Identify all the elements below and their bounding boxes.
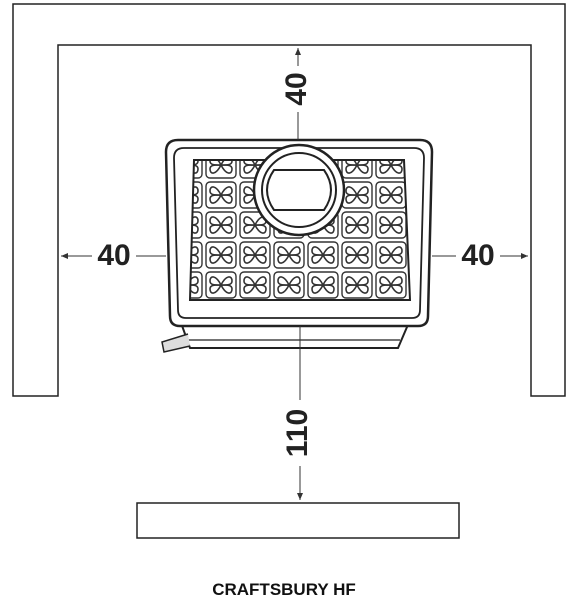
stove-top-view bbox=[161, 138, 434, 353]
hearth-plinth bbox=[136, 502, 460, 539]
left-clearance-label: 40 bbox=[97, 239, 130, 272]
model-caption: CRAFTSBURY HF bbox=[212, 580, 356, 599]
rear-clearance-label: 40 bbox=[280, 72, 313, 105]
front-clearance-label: 110 bbox=[281, 409, 314, 457]
wall-outline bbox=[12, 3, 566, 397]
right-clearance-label: 40 bbox=[461, 239, 494, 272]
